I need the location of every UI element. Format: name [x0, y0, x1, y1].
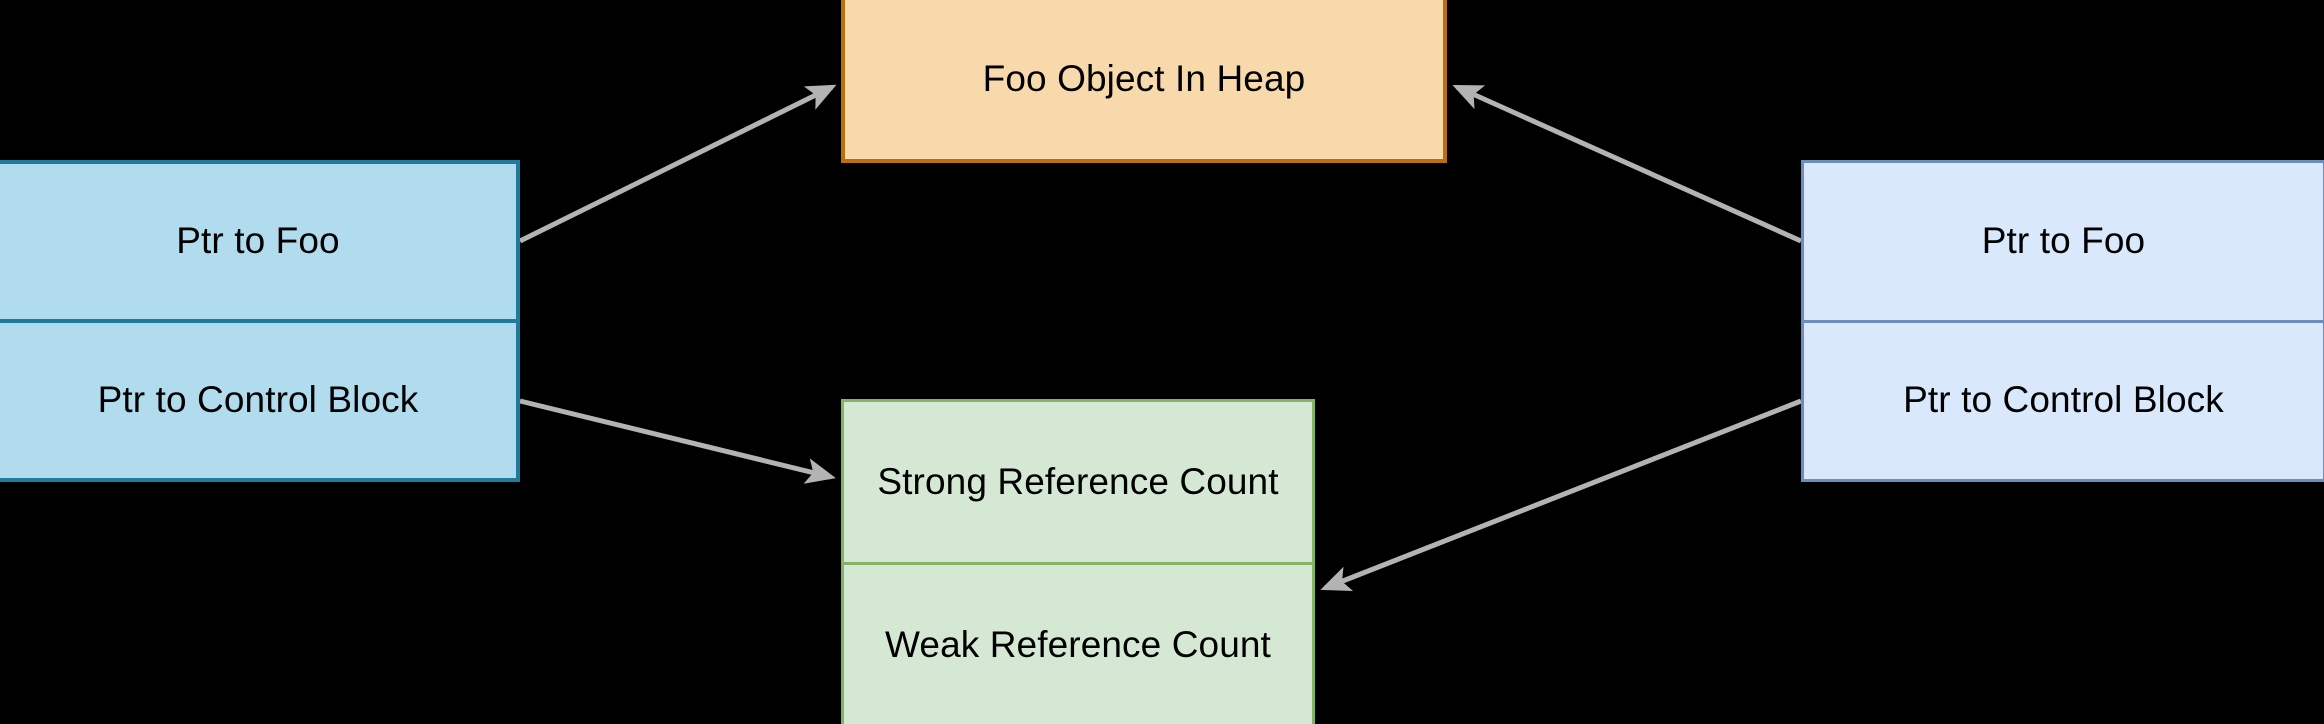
- edge-left-ptr-to-control-block: [519, 398, 836, 484]
- left-pointer-cell-ptr-to-foo: Ptr to Foo: [0, 164, 516, 323]
- right-pointer-cell-ptr-to-control-block: Ptr to Control Block: [1903, 379, 2224, 421]
- control-block-cell-strong-reference-count: Strong Reference Count: [844, 402, 1312, 565]
- edge-right-ptr-to-heap-object: [1452, 84, 1803, 244]
- edge-left-ptr-to-heap-object: [518, 84, 837, 244]
- left-pointer-cell-ptr-to-control-block: Ptr to Control Block: [97, 379, 419, 421]
- node-right-shared-pointer[interactable]: Ptr to Foo Ptr to Control Block: [1801, 160, 2324, 482]
- node-control-block[interactable]: Strong Reference Count Weak Reference Co…: [841, 399, 1315, 724]
- edge-right-ptr-to-control-block: [1320, 398, 1802, 591]
- heap-object-label: Foo Object In Heap: [982, 58, 1306, 100]
- node-left-shared-pointer[interactable]: Ptr to Foo Ptr to Control Block: [0, 160, 520, 482]
- right-pointer-cell-ptr-to-foo: Ptr to Foo: [1804, 163, 2323, 323]
- node-heap-object[interactable]: Foo Object In Heap: [841, 0, 1447, 163]
- control-block-cell-weak-reference-count: Weak Reference Count: [885, 623, 1271, 665]
